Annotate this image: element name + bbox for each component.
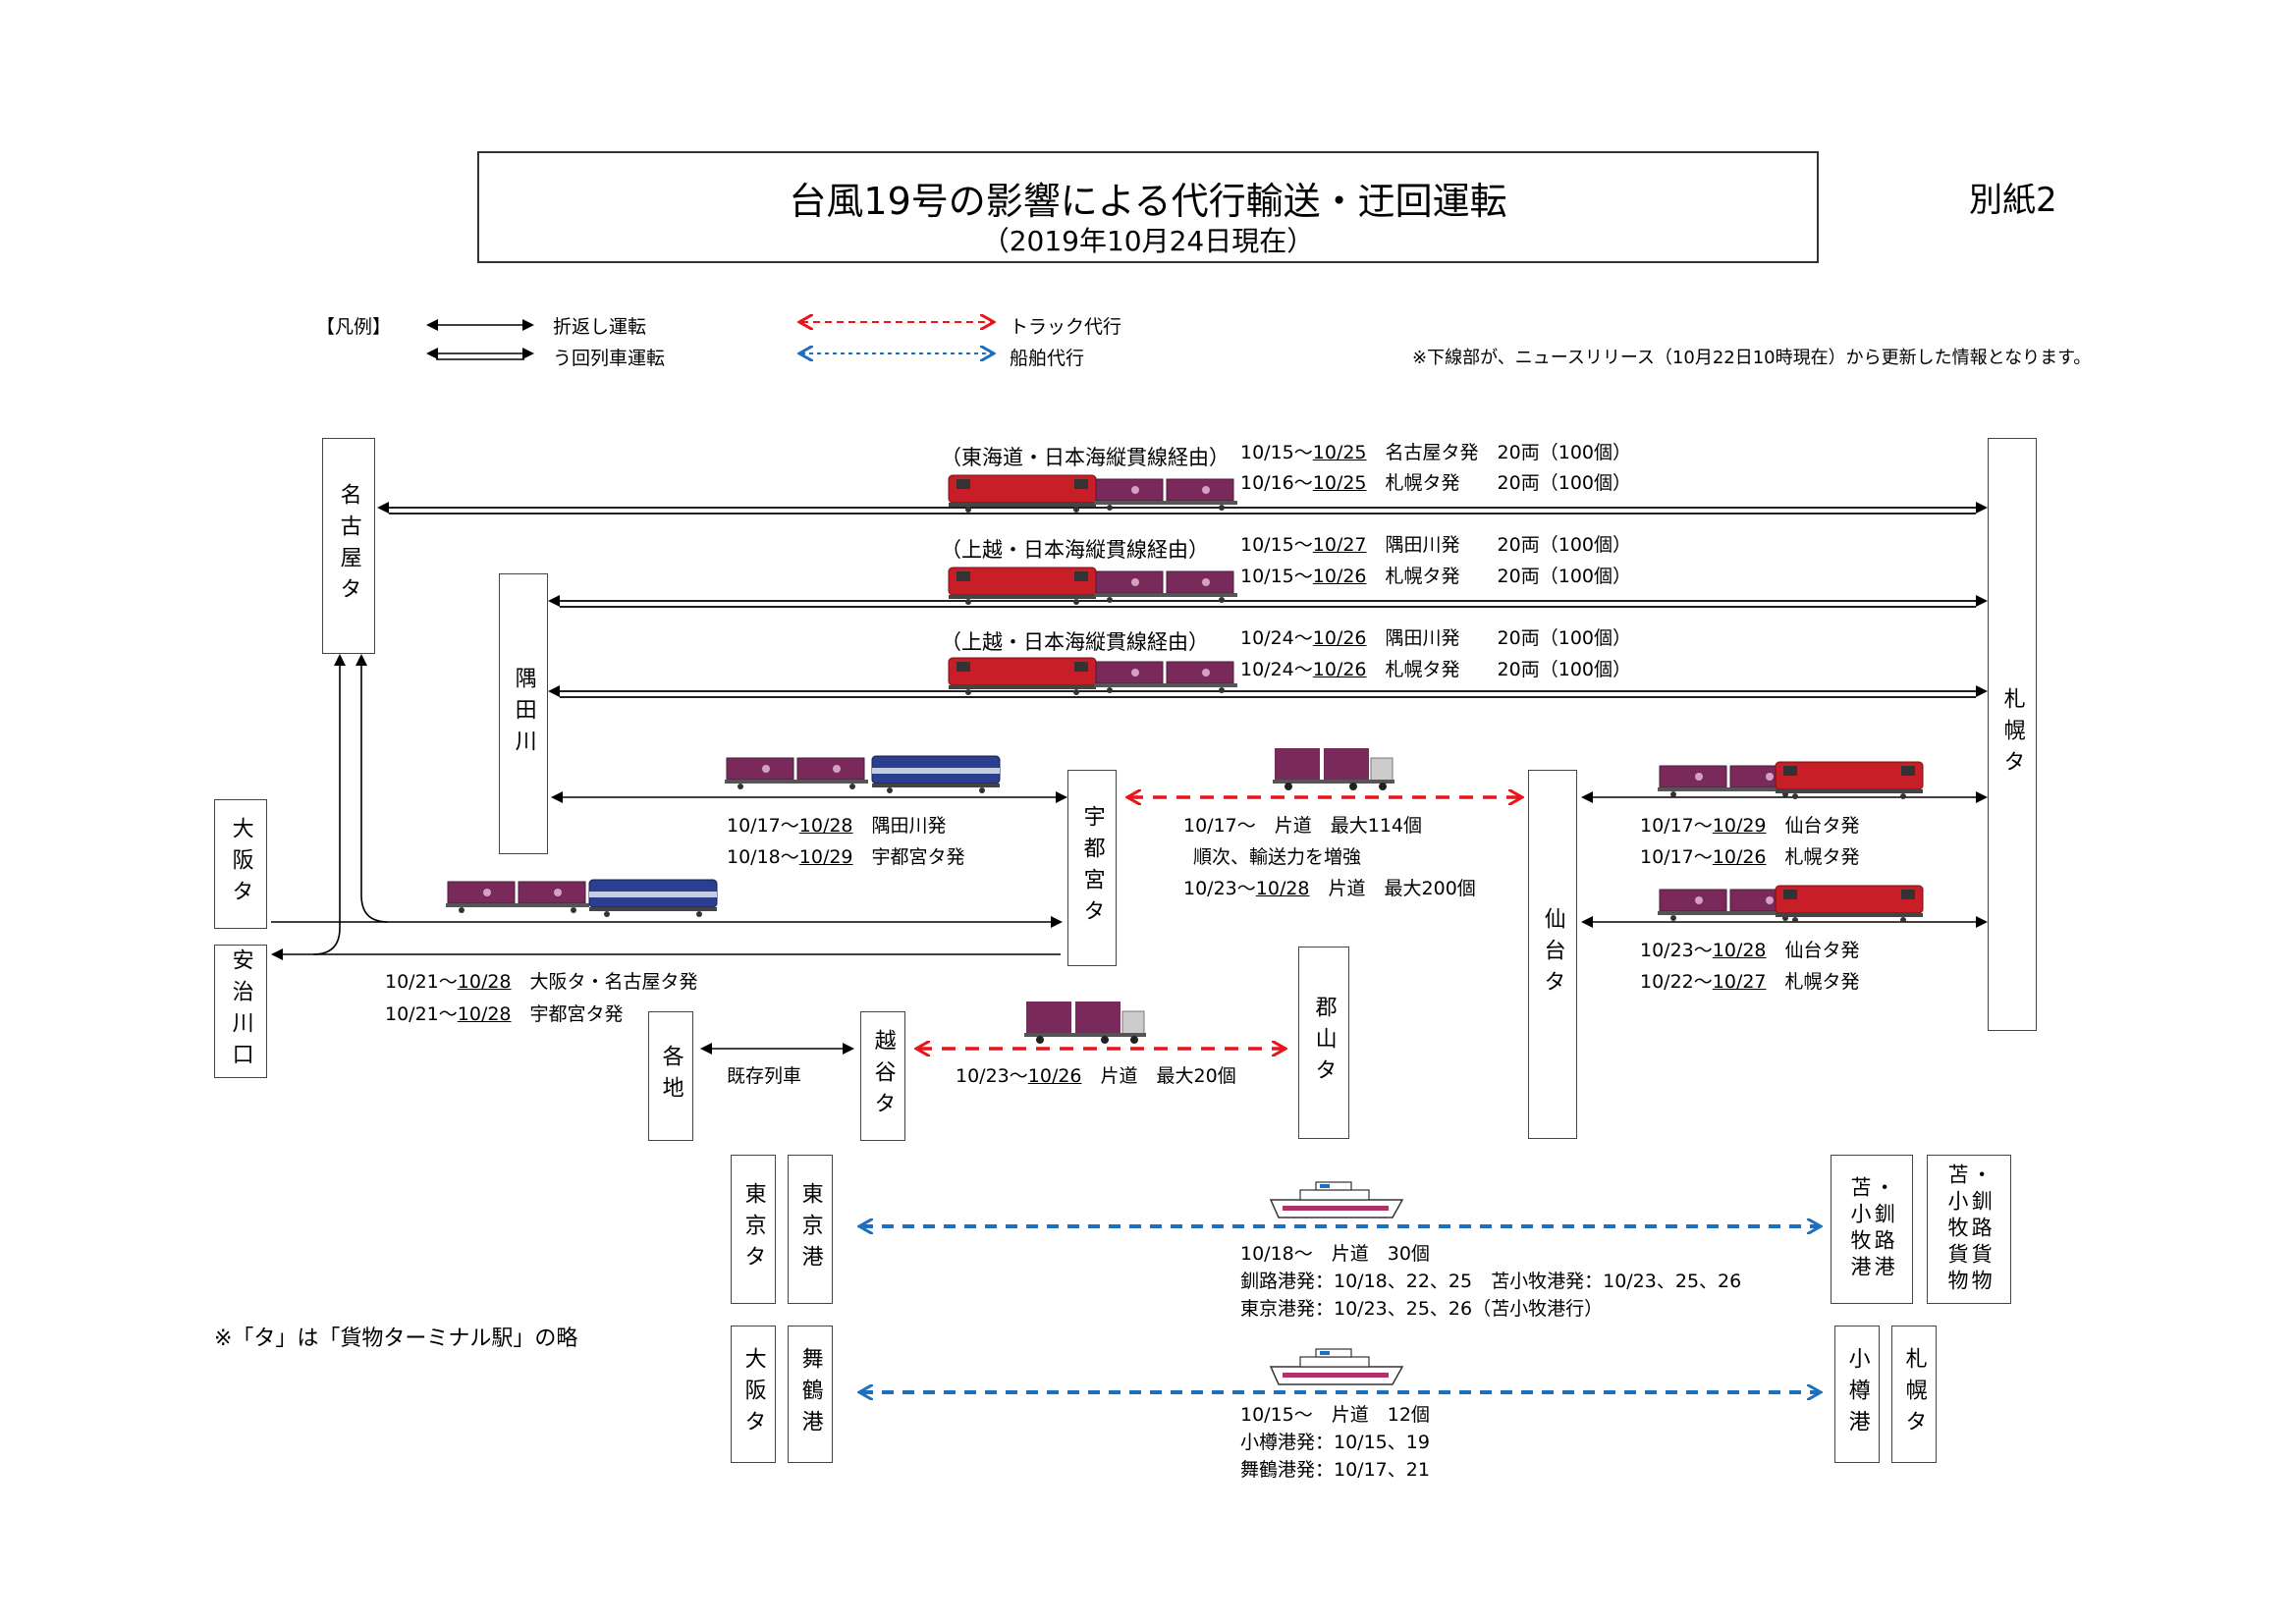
route-sendai-sapporo-1-line2: 10/17～10/26 札幌タ発 [1640,846,1860,868]
train-image-sumida-utsu [725,755,1001,794]
truck-image-utsu-sendai [1272,747,1395,791]
legend-text-ship: 船舶代行 [1010,348,1085,369]
station-otaru-port-label: 小樽港 [1844,1347,1870,1441]
station-sapporo-2-label: 札幌タ [1901,1347,1927,1441]
route-truck-utsu-sendai-line2: 順次、輸送力を増強 [1193,846,1362,868]
route-r2-line2: 10/15～10/26 札幌タ発 20両（100個） [1240,566,1631,587]
station-kushiro-cargo-label: ・釧路貨物 [1969,1163,1994,1296]
route-osaka-utsu-line1: 10/21～10/28 大阪タ・名古屋タ発 [385,971,698,993]
route-r2-line1: 10/15～10/27 隅田川発 20両（100個） [1240,534,1631,556]
station-osaka-label: 大阪タ [228,817,253,911]
station-tomakomai-kushiro-port: 苫小牧港 ・釧路港 [1831,1155,1913,1304]
route-r3-via: （上越・日本海縦貫線経由） [941,630,1209,654]
station-sendai: 仙台タ [1528,770,1577,1139]
station-tomakomai-port-label: 苫小牧港 [1848,1176,1872,1282]
truck-image-koshigaya-koriyama [1023,1001,1147,1045]
station-tokyo-terminal-label: 東京タ [740,1182,766,1276]
ship-image-tokyo [1270,1181,1403,1218]
station-kakuchi-label: 各地 [658,1045,683,1108]
annex-label: 別紙2 [1969,181,2057,220]
route-r1-via: （東海道・日本海縦貫線経由） [941,446,1230,469]
station-utsunomiya-label: 宇都宮タ [1079,805,1105,931]
station-tomakomai-cargo-label: 苫小牧貨物 [1945,1163,1969,1296]
route-ship-maizuru-line2: 小樽港発：10/15、19 [1240,1432,1430,1453]
station-tokyo-port: 東京港 [788,1155,833,1304]
station-koriyama: 郡山タ [1298,947,1349,1139]
update-note: ※下線部が、ニュースリリース（10月22日10時現在）から更新した情報となります… [1412,348,2092,368]
page-title: 台風19号の影響による代行輸送・迂回運転 [789,180,1507,223]
station-tomakomai-kushiro-cargo: 苫小牧貨物 ・釧路貨物 [1927,1155,2011,1304]
route-r1-line2: 10/16～10/25 札幌タ発 20両（100個） [1240,472,1631,494]
station-otaru-port: 小樽港 [1834,1326,1880,1463]
train-image-sendai-sapporo-2 [1658,885,1924,924]
station-osaka-terminal-2: 大阪タ [731,1326,776,1463]
route-r3-line1: 10/24～10/26 隅田川発 20両（100個） [1240,627,1631,649]
route-truck-koshigaya-koriyama-label: 10/23～10/26 片道 最大20個 [956,1065,1236,1087]
station-osaka-terminal-2-label: 大阪タ [740,1347,766,1441]
station-sendai-label: 仙台タ [1540,907,1565,1001]
route-sendai-sapporo-2-line2: 10/22～10/27 札幌タ発 [1640,971,1860,993]
station-maizuru-port-label: 舞鶴港 [797,1347,823,1441]
station-sapporo-2: 札幌タ [1891,1326,1937,1463]
legend-title: 【凡例】 [316,316,392,338]
station-kakuchi: 各地 [648,1011,693,1141]
train-image-r3 [948,657,1237,696]
route-ship-maizuru-line1: 10/15～ 片道 12個 [1240,1404,1430,1426]
route-truck-utsu-sendai-line1: 10/17～ 片道 最大114個 [1183,815,1423,837]
title-box: 台風19号の影響による代行輸送・迂回運転 （2019年10月24日現在） [477,151,1819,263]
station-koshigaya-label: 越谷タ [870,1029,896,1123]
legend-text-turnback: 折返し運転 [553,316,647,338]
route-ship-tokyo-line3: 東京港発：10/23、25、26（苫小牧港行） [1240,1298,1604,1320]
route-r3-line2: 10/24～10/26 札幌タ発 20両（100個） [1240,659,1631,680]
train-image-osaka-utsu [446,879,718,918]
route-ship-maizuru-line3: 舞鶴港発：10/17、21 [1240,1459,1430,1481]
train-image-sendai-sapporo-1 [1658,761,1924,800]
legend-text-detour: う回列車運転 [553,348,666,369]
station-tokyo-terminal: 東京タ [731,1155,776,1304]
route-kakuchi-koshigaya-label: 既存列車 [727,1065,802,1087]
station-sapporo-label: 札幌タ [1999,687,2025,782]
train-image-r2 [948,567,1237,606]
station-ajikawa-label: 安治川口 [228,948,253,1074]
station-maizuru-port: 舞鶴港 [788,1326,833,1463]
page-subtitle: （2019年10月24日現在） [981,225,1315,257]
route-sumida-utsu-line1: 10/17～10/28 隅田川発 [727,815,947,837]
route-osaka-utsu-line2: 10/21～10/28 宇都宮タ発 [385,1003,624,1025]
station-koshigaya: 越谷タ [860,1011,905,1141]
route-curve-nagoya-b [312,654,346,955]
station-kushiro-port-label: ・釧路港 [1872,1176,1896,1282]
station-osaka: 大阪タ [214,799,267,929]
route-r2-via: （上越・日本海縦貫線経由） [941,538,1209,562]
station-nagoya: 名古屋タ [322,438,375,654]
station-sumidagawa-label: 隅田川 [511,667,536,761]
route-curve-nagoya-a [355,654,389,923]
station-ajikawa: 安治川口 [214,945,267,1078]
station-koriyama-label: 郡山タ [1311,996,1337,1090]
footnote: ※「タ」は「貨物ターミナル駅」の略 [214,1326,578,1351]
station-utsunomiya: 宇都宮タ [1067,770,1117,966]
station-tokyo-port-label: 東京港 [797,1182,823,1276]
station-nagoya-label: 名古屋タ [336,483,361,609]
route-sumida-utsu-line2: 10/18～10/29 宇都宮タ発 [727,846,965,868]
route-sendai-sapporo-1-line1: 10/17～10/29 仙台タ発 [1640,815,1860,837]
route-r1-line1: 10/15～10/25 名古屋タ発 20両（100個） [1240,442,1631,463]
legend-text-truck: トラック代行 [1010,316,1122,338]
station-sumidagawa: 隅田川 [499,573,548,854]
station-sapporo: 札幌タ [1988,438,2037,1031]
route-truck-utsu-sendai-line3: 10/23～10/28 片道 最大200個 [1183,878,1476,899]
route-ship-tokyo-line1: 10/18～ 片道 30個 [1240,1243,1430,1265]
route-ship-tokyo-line2: 釧路港発：10/18、22、25 苫小牧港発：10/23、25、26 [1240,1271,1742,1292]
ship-image-maizuru [1270,1348,1403,1385]
route-sendai-sapporo-2-line1: 10/23～10/28 仙台タ発 [1640,940,1860,961]
